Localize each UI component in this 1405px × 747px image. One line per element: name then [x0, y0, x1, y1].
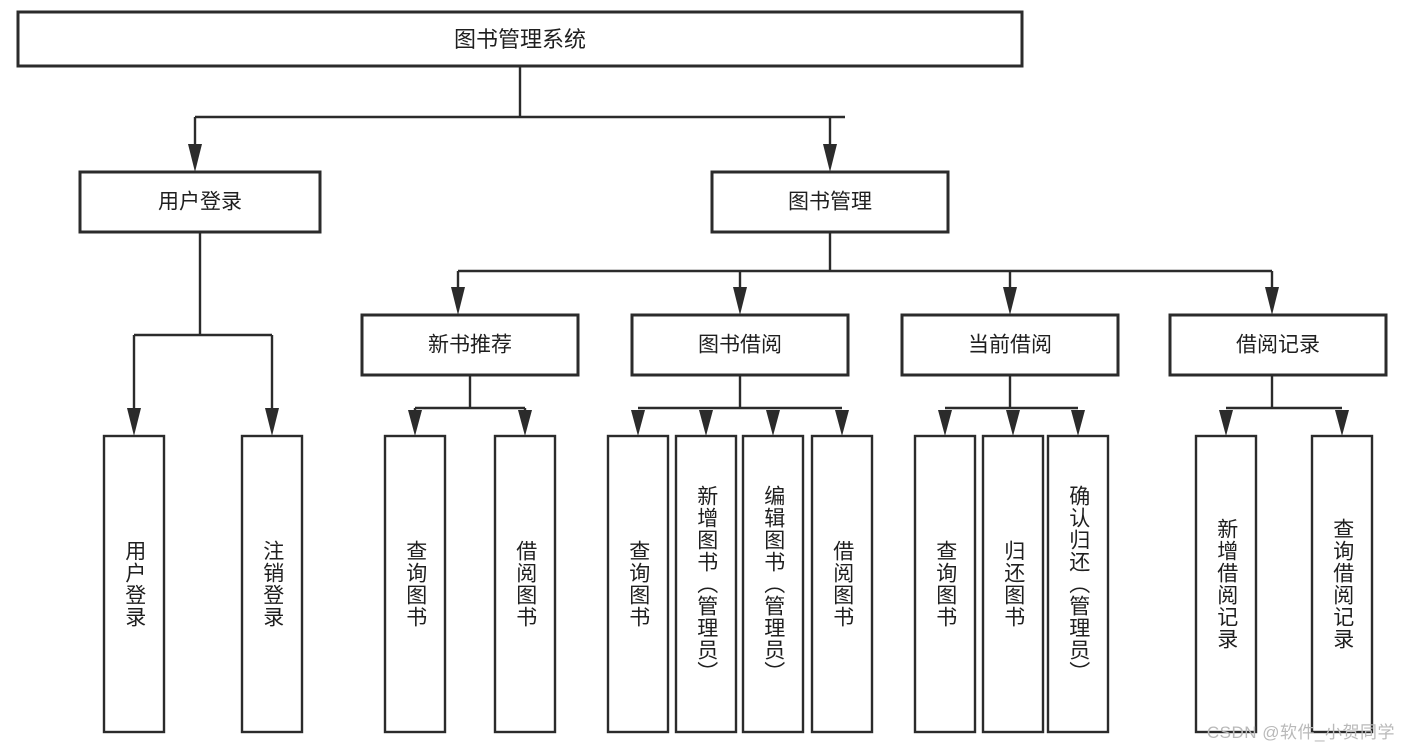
arrow-book-borrow-leaf4	[835, 410, 849, 436]
arrow-borrow-record-leaf2	[1335, 410, 1349, 436]
arrow-book-borrow-leaf3	[766, 410, 780, 436]
arrow-user-login-leaf1	[127, 408, 141, 436]
connector-borrow-record-to-leaves	[1219, 375, 1349, 436]
connector-book-manage-to-level2	[451, 232, 1279, 315]
node-user-login[interactable]: 用户登录	[78, 170, 322, 234]
arrow-to-book-borrow	[733, 287, 747, 315]
arrow-to-user-login	[188, 144, 202, 172]
node-root[interactable]: 图书管理系统	[16, 10, 1024, 68]
node-book-borrow-label: 图书借阅	[698, 334, 782, 357]
node-book-borrow-box[interactable]	[630, 313, 850, 377]
leaf-box-user-login-1[interactable]	[102, 434, 166, 734]
node-current-borrow[interactable]: 当前借阅	[900, 313, 1120, 377]
leaf-box-current-borrow-2[interactable]	[981, 434, 1045, 734]
node-borrow-record-label: 借阅记录	[1236, 334, 1320, 357]
leaf-box-new-book-1[interactable]	[383, 434, 447, 734]
arrow-to-new-book-recommend	[451, 287, 465, 315]
connector-current-borrow-to-leaves	[938, 375, 1085, 436]
node-new-book-recommend[interactable]: 新书推荐	[360, 313, 580, 377]
connector-new-book-to-leaves	[408, 375, 532, 436]
arrow-new-book-leaf1	[408, 410, 422, 436]
connector-book-borrow-to-leaves	[631, 375, 849, 436]
node-root-box[interactable]	[16, 10, 1024, 68]
connector-user-login-to-leaves	[127, 232, 279, 436]
arrow-current-borrow-leaf2	[1006, 410, 1020, 436]
leaf-box-borrow-record-1[interactable]	[1194, 434, 1258, 734]
node-new-book-recommend-label: 新书推荐	[428, 334, 512, 357]
leaf-box-current-borrow-1[interactable]	[913, 434, 977, 734]
node-user-login-label: 用户登录	[158, 191, 242, 214]
node-user-login-box[interactable]	[78, 170, 322, 234]
arrow-borrow-record-leaf1	[1219, 410, 1233, 436]
leaf-box-book-borrow-3[interactable]	[741, 434, 805, 734]
arrow-to-book-manage	[823, 144, 837, 172]
leaf-box-current-borrow-3[interactable]	[1046, 434, 1110, 734]
arrow-new-book-leaf2	[518, 410, 532, 436]
node-book-manage-box[interactable]	[710, 170, 950, 234]
arrow-current-borrow-leaf3	[1071, 410, 1085, 436]
csdn-watermark: CSDN @软件_小贺同学	[1206, 723, 1395, 742]
node-root-label: 图书管理系统	[454, 27, 586, 52]
node-new-book-recommend-box[interactable]	[360, 313, 580, 377]
arrow-current-borrow-leaf1	[938, 410, 952, 436]
leaf-box-book-borrow-2[interactable]	[674, 434, 738, 734]
node-current-borrow-box[interactable]	[900, 313, 1120, 377]
leaf-box-book-borrow-4[interactable]	[810, 434, 874, 734]
node-book-borrow[interactable]: 图书借阅	[630, 313, 850, 377]
node-borrow-record-box[interactable]	[1168, 313, 1388, 377]
node-borrow-record[interactable]: 借阅记录	[1168, 313, 1388, 377]
leaf-box-user-login-2[interactable]	[240, 434, 304, 734]
node-book-manage-label: 图书管理	[788, 191, 872, 214]
node-book-manage[interactable]: 图书管理	[710, 170, 950, 234]
arrow-book-borrow-leaf2	[699, 410, 713, 436]
arrow-user-login-leaf2	[265, 408, 279, 436]
connector-root-to-level1	[188, 66, 845, 172]
leaf-box-new-book-2[interactable]	[493, 434, 557, 734]
arrow-to-current-borrow	[1003, 287, 1017, 315]
leaf-box-borrow-record-2[interactable]	[1310, 434, 1374, 734]
arrow-to-borrow-record	[1265, 287, 1279, 315]
leaf-boxes	[102, 434, 1374, 734]
arrow-book-borrow-leaf1	[631, 410, 645, 436]
node-current-borrow-label: 当前借阅	[968, 334, 1052, 357]
leaf-box-book-borrow-1[interactable]	[606, 434, 670, 734]
